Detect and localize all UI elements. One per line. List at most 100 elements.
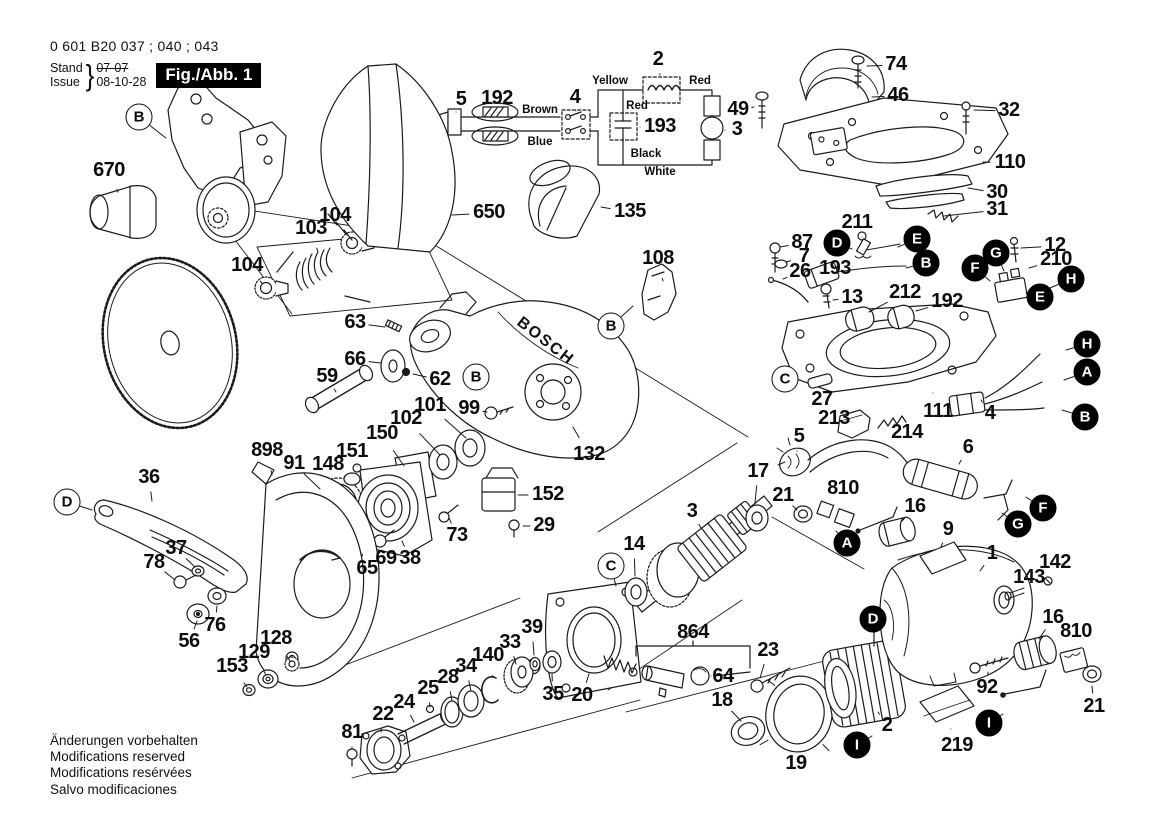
part-label-103: 103: [295, 217, 327, 240]
part-label-92: 92: [976, 676, 998, 699]
callout-a-filled: A: [833, 529, 861, 557]
part-label-37: 37: [165, 537, 187, 560]
part-label-22: 22: [372, 703, 394, 726]
part-label-21: 21: [1083, 695, 1105, 718]
brace-glyph: }: [85, 57, 95, 93]
part-label-212: 212: [889, 281, 921, 304]
part-label-59: 59: [316, 365, 338, 388]
wire-color-label: Black: [630, 147, 662, 160]
part-label-13: 13: [841, 286, 863, 309]
callout-f-filled: F: [1029, 494, 1057, 522]
part-label-3: 3: [731, 118, 743, 141]
part-label-152: 152: [532, 483, 564, 506]
figure-label: Fig./Abb. 1: [156, 63, 262, 88]
part-label-34: 34: [455, 655, 477, 678]
part-label-36: 36: [138, 466, 160, 489]
part-label-135: 135: [614, 200, 646, 223]
callout-f-filled: F: [961, 254, 989, 282]
part-label-128: 128: [260, 627, 292, 650]
callout-i-filled: I: [843, 731, 871, 759]
part-label-5: 5: [455, 88, 467, 111]
part-label-74: 74: [885, 53, 907, 76]
callout-g-filled: G: [1004, 510, 1032, 538]
armature-3: [624, 495, 773, 613]
callout-b-outline: B: [597, 312, 625, 340]
part-label-91: 91: [283, 452, 305, 475]
part-label-26: 26: [789, 260, 811, 283]
clamp-108: [641, 263, 677, 321]
callout-c-outline: C: [771, 365, 799, 393]
part-label-3: 3: [686, 500, 698, 523]
callout-d-filled: D: [859, 605, 887, 633]
part-label-35: 35: [542, 683, 564, 706]
callout-d-outline: D: [53, 488, 81, 516]
part-label-27: 27: [811, 388, 833, 411]
part-label-810: 810: [1060, 620, 1092, 643]
motor-housing-1: [879, 545, 1033, 687]
part-label-99: 99: [458, 397, 480, 420]
part-label-16: 16: [1042, 606, 1064, 629]
top-handle-group: [755, 48, 1009, 223]
part-label-21: 21: [772, 484, 794, 507]
part-label-140: 140: [472, 644, 504, 667]
detent-bracket: [167, 79, 287, 244]
callout-h-filled: H: [1073, 330, 1101, 358]
part-label-213: 213: [818, 407, 850, 430]
part-label-102: 102: [390, 407, 422, 430]
part-label-62: 62: [429, 368, 451, 391]
part-label-151: 151: [336, 440, 368, 463]
part-label-19: 19: [785, 752, 807, 775]
part-number: 0 601 B20 037 ; 040 ; 043: [50, 38, 219, 54]
part-label-28: 28: [437, 666, 459, 689]
dust-bag-650: [320, 63, 456, 253]
base-frame-111: [781, 303, 1045, 439]
switch-parts-cluster: [767, 231, 1028, 332]
part-label-76: 76: [204, 614, 226, 637]
fan-baffle-group: [730, 667, 838, 753]
part-label-4: 4: [569, 86, 581, 109]
guard-small-parts: [173, 565, 300, 697]
part-label-5: 5: [793, 425, 805, 448]
part-label-210: 210: [1040, 248, 1072, 271]
part-label-670: 670: [93, 159, 125, 182]
footer-line: Salvo modificaciones: [50, 781, 177, 797]
wire-color-label: Red: [626, 99, 648, 112]
part-label-29: 29: [533, 514, 555, 537]
part-label-20: 20: [571, 684, 593, 707]
part-label-2: 2: [652, 48, 664, 71]
part-label-9: 9: [942, 518, 954, 541]
part-label-23: 23: [757, 639, 779, 662]
part-label-129: 129: [238, 641, 270, 664]
callout-e-filled: E: [1026, 283, 1054, 311]
stand-value: 07-07: [96, 61, 129, 75]
title-block: 0 601 B20 037 ; 040 ; 043 Stand Issue } …: [50, 38, 262, 93]
lock-pin-group-864: [603, 640, 751, 698]
callout-d-filled: D: [823, 229, 851, 257]
power-cord: [776, 437, 1013, 521]
part-label-87: 87: [791, 231, 813, 254]
arm-housing: BOSCH: [409, 291, 640, 459]
release-lever-36: [93, 499, 248, 593]
spindle-group: [346, 656, 541, 775]
part-label-14: 14: [623, 533, 645, 556]
callout-c-outline: C: [597, 552, 625, 580]
issue-label: Issue: [50, 74, 80, 89]
leader-lines: [79, 64, 1094, 753]
part-label-108: 108: [642, 247, 674, 270]
part-label-1: 1: [986, 542, 998, 565]
part-label-12: 12: [1044, 234, 1066, 257]
part-label-810: 810: [827, 477, 859, 500]
part-label-49: 49: [727, 98, 749, 121]
wire-color-label: Red: [689, 74, 711, 87]
footer-line: Modifications resérvées: [50, 765, 192, 781]
part-label-73: 73: [446, 524, 468, 547]
part-label-38: 38: [399, 547, 421, 570]
part-label-214: 214: [891, 421, 923, 444]
part-label-69: 69: [375, 547, 397, 570]
part-label-63: 63: [344, 311, 366, 334]
part-label-17: 17: [747, 460, 769, 483]
part-label-64: 64: [712, 665, 734, 688]
part-label-46: 46: [887, 84, 909, 107]
footer-line: Änderungen vorbehalten: [50, 733, 198, 748]
